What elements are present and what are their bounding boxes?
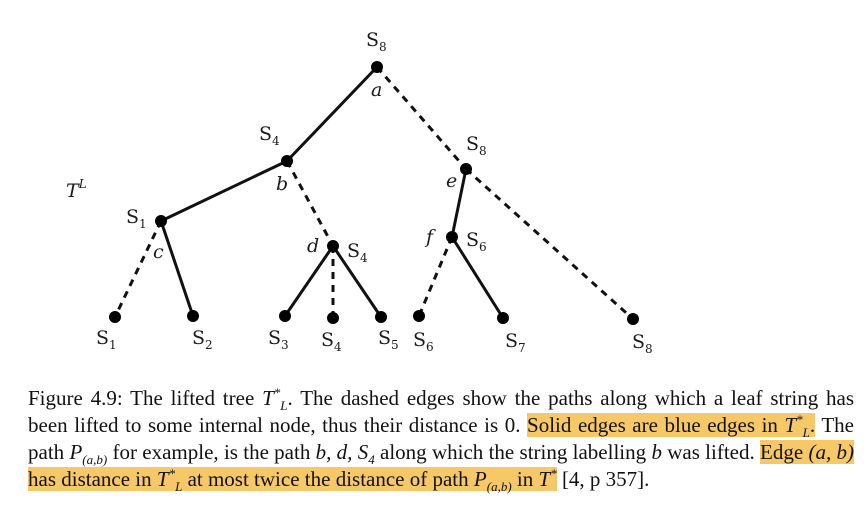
math-t-lifted: T*L <box>262 385 288 414</box>
node-b-label: S4 <box>259 123 280 148</box>
leaf-s4-label: S4 <box>321 329 342 354</box>
leaf-s7-label: S7 <box>505 330 526 355</box>
node-b <box>281 155 293 167</box>
caption-part2b: for example, is the path <box>107 440 316 464</box>
edge-e-s8 <box>464 167 635 321</box>
node-c-label: S1 <box>126 206 147 231</box>
caption-part1: . The dashed edges show the paths along … <box>28 386 855 437</box>
node-d-label: S4 <box>347 240 368 265</box>
leaf-s5 <box>375 311 387 323</box>
highlight-1: Solid edges are blue edges in T*L. <box>527 412 816 441</box>
caption-part2c: along which the string labelling <box>374 440 652 464</box>
edge-a-b <box>285 65 379 163</box>
node-f-label: S6 <box>466 229 487 254</box>
node-d <box>327 240 339 252</box>
caption-suffix: [4, p 357]. <box>556 467 650 491</box>
node-e-label: S8 <box>466 133 487 158</box>
node-f <box>446 231 458 243</box>
leaf-s3 <box>279 310 291 322</box>
edge-f-s7 <box>450 235 505 320</box>
edge-d-s5 <box>331 244 383 319</box>
caption-part2d: was lifted. <box>661 440 761 464</box>
tree-label: TL <box>66 177 87 202</box>
math-path-p: P(a,b) <box>69 440 108 468</box>
node-c <box>155 215 167 227</box>
leaf-s2-label: S2 <box>192 327 213 352</box>
edge-a-e <box>375 66 468 170</box>
edge-b-c <box>159 159 289 223</box>
edge-d-s3 <box>283 244 335 318</box>
lifted-tree-figure: TL S8 a S4 b S8 e S1 c S4 d S6 f S1 S2 S… <box>66 29 653 356</box>
node-e-edge-label: e <box>446 170 457 192</box>
leaf-s2 <box>187 310 199 322</box>
node-f-edge-label: f <box>424 226 436 248</box>
edge-c-s2 <box>159 219 195 318</box>
edge-c-s1 <box>113 220 163 318</box>
leaf-s8 <box>627 313 639 325</box>
node-root-label: S8 <box>366 29 387 54</box>
figure-caption: Figure 4.9: The lifted tree T*L. The das… <box>28 385 855 493</box>
node-d-edge-label: d <box>307 235 319 257</box>
leaf-s7 <box>497 312 509 324</box>
node-root-edge-label: a <box>371 79 382 101</box>
leaf-s4 <box>327 312 339 324</box>
leaf-s5-label: S5 <box>378 327 399 352</box>
leaf-s3-label: S3 <box>268 327 289 352</box>
node-e <box>460 163 472 175</box>
leaf-s8-label: S8 <box>632 331 653 356</box>
node-c-edge-label: c <box>153 241 164 263</box>
edge-e-f <box>450 167 468 239</box>
math-b: b <box>651 440 662 464</box>
node-root <box>371 61 383 73</box>
leaf-s6 <box>413 310 425 322</box>
leaf-s1 <box>109 311 121 323</box>
caption-part2a: The path <box>28 413 854 464</box>
leaf-s1-label: S1 <box>96 327 117 352</box>
edge-f-s6 <box>417 236 454 317</box>
caption-prefix: Figure 4.9: The lifted tree <box>28 386 263 410</box>
edge-b-d <box>285 160 335 247</box>
leaf-s6-label: S6 <box>413 329 434 354</box>
node-b-edge-label: b <box>276 173 288 195</box>
math-path-seq: b, d, S4 <box>315 440 375 468</box>
